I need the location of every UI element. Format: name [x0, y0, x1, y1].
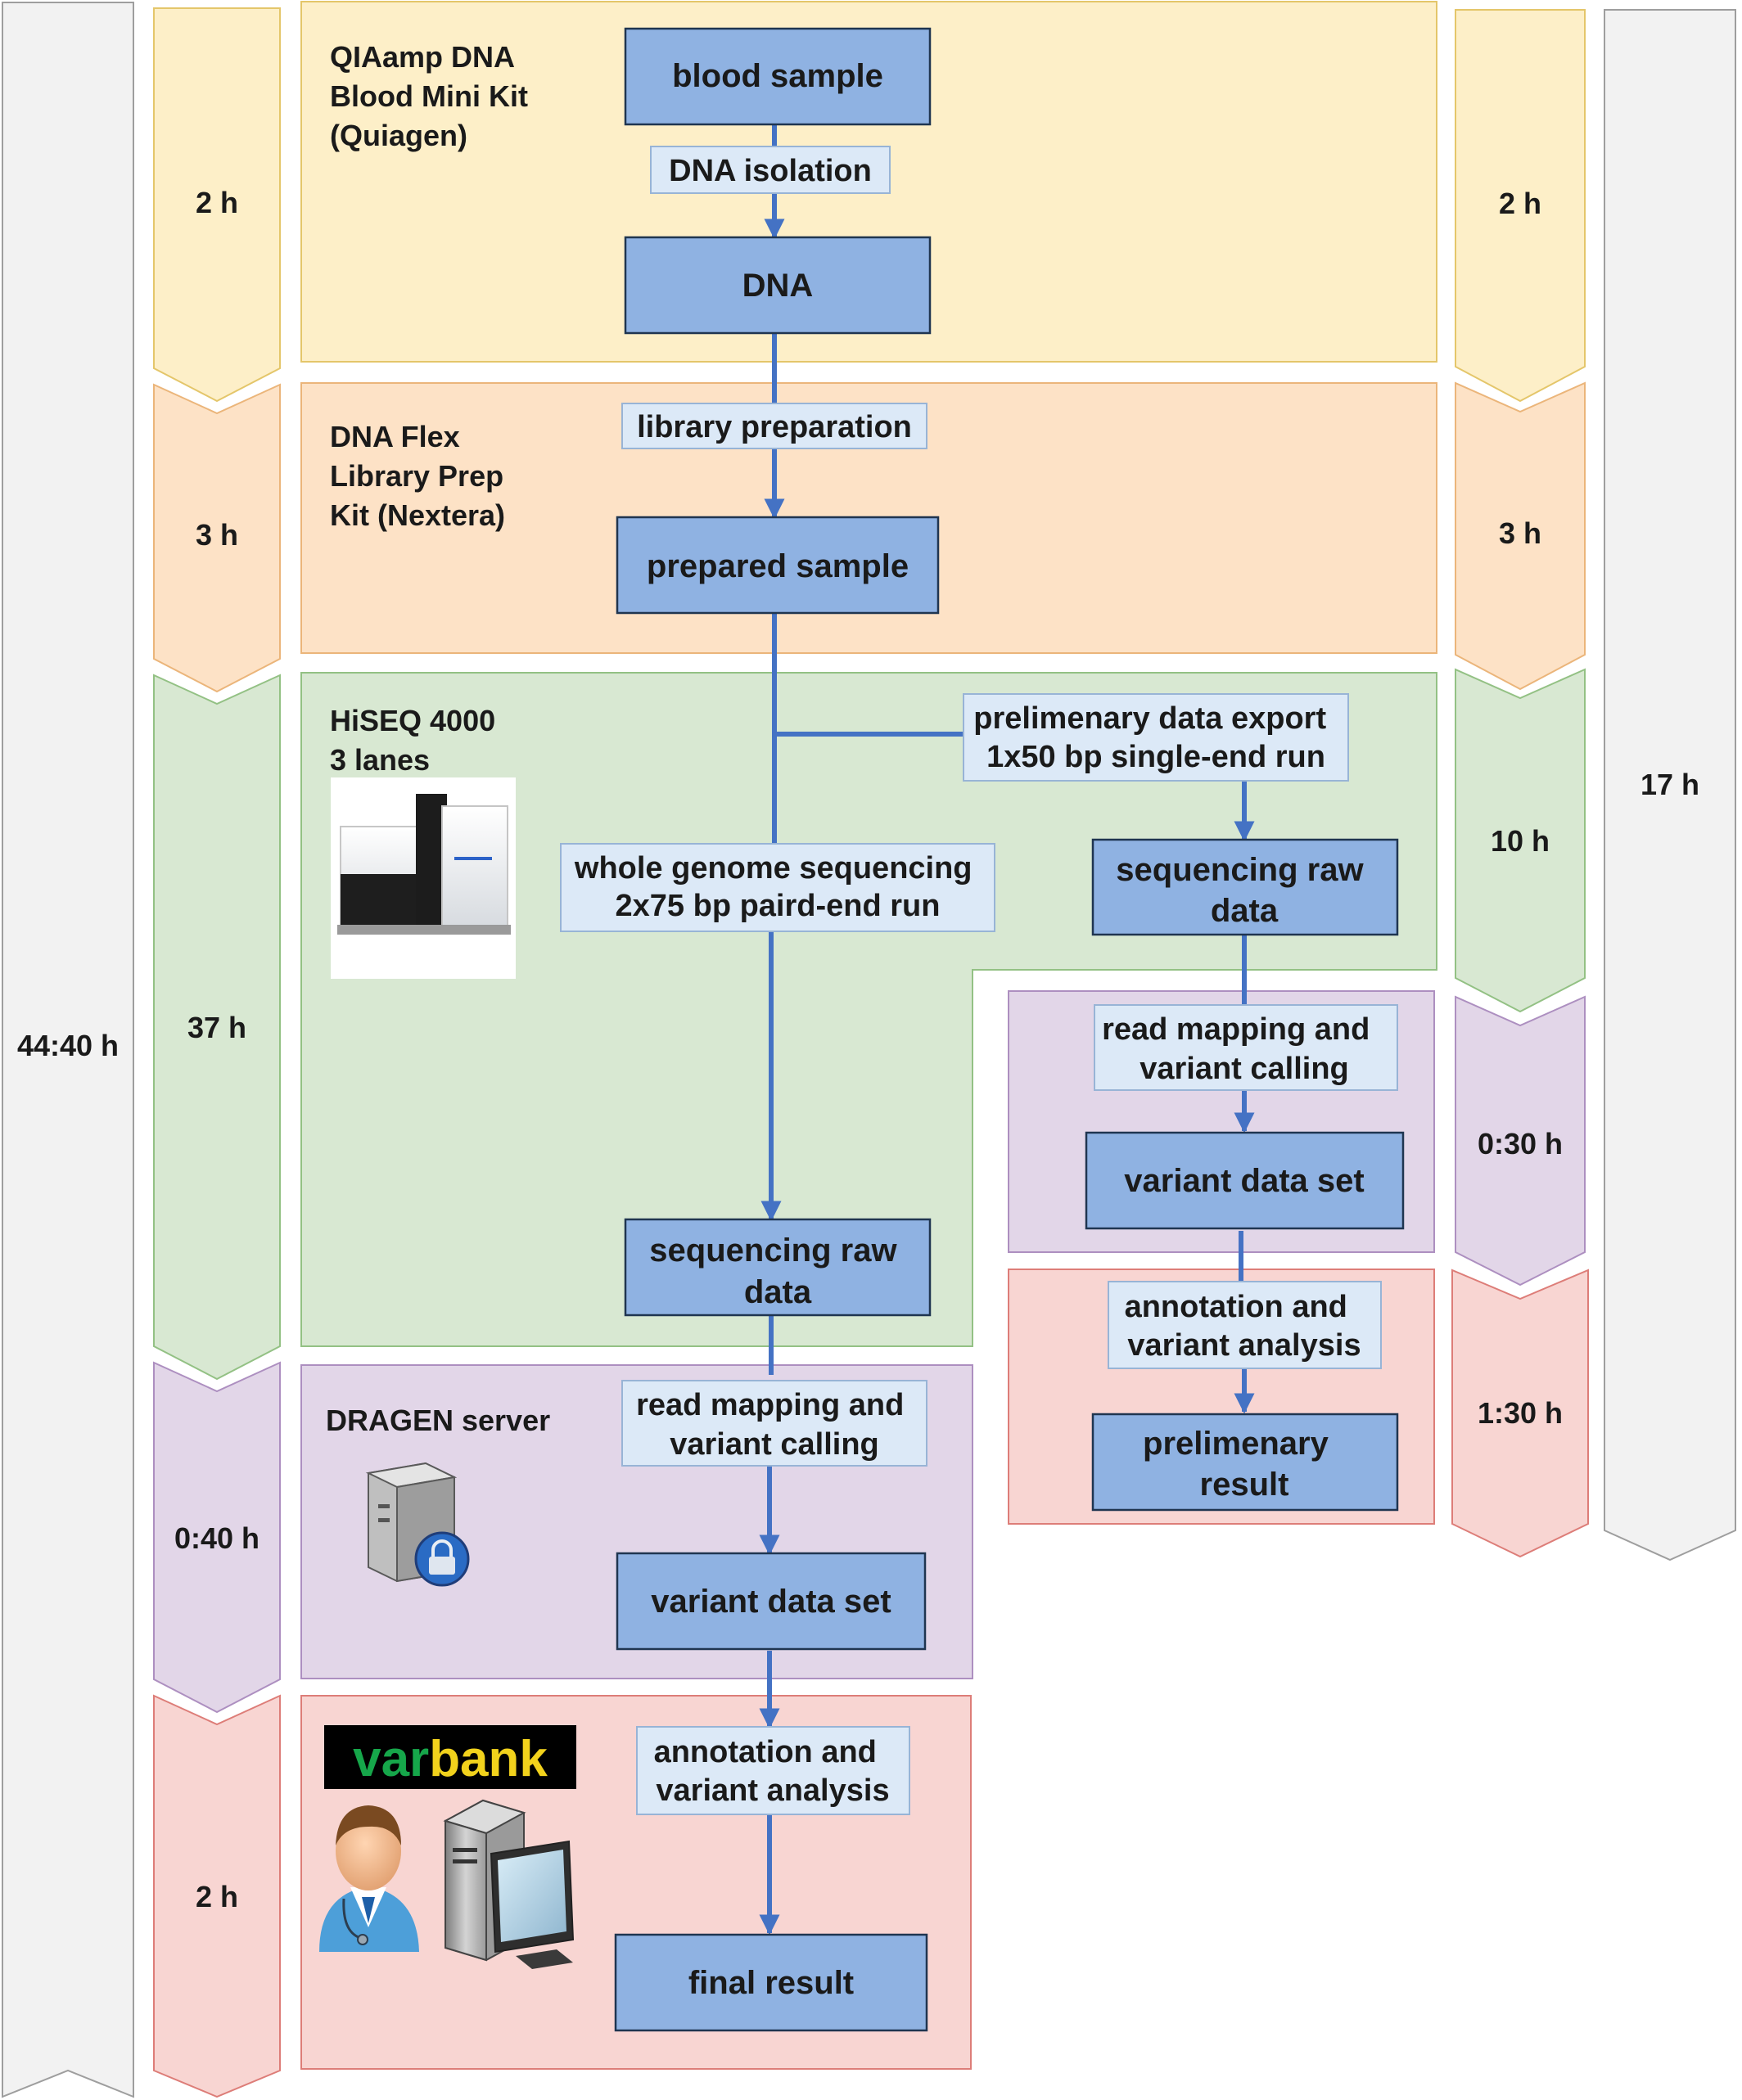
time-chevron-annotation-right	[1451, 1269, 1589, 1558]
node-final-result	[614, 1933, 928, 2032]
time-chevron-annotation-left	[153, 1694, 281, 2098]
node-prepared-sample-label: prepared sample	[647, 548, 909, 584]
step-library-preparation-label: library preparation	[637, 410, 912, 444]
node-sequencing-raw-data	[624, 1218, 932, 1317]
step-read-mapping-prelim	[1094, 1004, 1398, 1091]
step-annotation-label: annotation and variant analysis	[654, 1735, 890, 1808]
step-annotation	[636, 1726, 910, 1815]
process-steps: DNA isolation library preparation whole …	[560, 146, 1398, 1815]
svg-text:varbank: varbank	[353, 1731, 548, 1787]
step-dna-isolation	[650, 146, 891, 194]
panel-label-dragen: DRAGEN server	[326, 1404, 550, 1437]
step-whole-genome-sequencing-label: whole genome sequencing 2x75 bp paird-en…	[574, 851, 981, 923]
step-read-mapping-prelim-label: read mapping and variant calling	[1102, 1012, 1379, 1086]
flow-arrows	[759, 125, 1255, 1936]
node-sequencing-raw-data-prelim-label: sequencing raw data	[1116, 852, 1372, 929]
step-library-preparation	[621, 403, 927, 449]
time-chevron-sequencing-left	[153, 674, 281, 1381]
node-prepared-sample	[616, 516, 940, 615]
time-isolation-left: 2 h	[196, 186, 238, 219]
time-library-left: 3 h	[196, 518, 238, 552]
left-time-chevrons: 2 h 3 h 37 h 0:40 h 2 h	[153, 7, 281, 2098]
step-preliminary-export	[963, 693, 1349, 782]
step-whole-genome-sequencing	[560, 843, 995, 932]
time-chevron-library-left	[153, 383, 281, 693]
data-nodes: blood sample DNA prepared sample sequenc…	[614, 27, 1405, 2032]
sequencer-image	[331, 777, 516, 979]
panel-label-dnaflex: DNA Flex Library Prep Kit (Nextera)	[330, 420, 512, 532]
node-variant-data-set-label: variant data set	[651, 1584, 891, 1620]
node-variant-data-set-prelim	[1085, 1131, 1405, 1230]
panel-label-qiaamp: QIAamp DNA Blood Mini Kit (Quiagen)	[330, 40, 536, 152]
server-lock-icon	[365, 1462, 470, 1587]
time-mapping-left: 0:40 h	[174, 1521, 259, 1555]
doctor-icon	[319, 1805, 419, 1952]
step-preliminary-export-label: prelimenary data export 1x50 bp single-e…	[973, 701, 1334, 774]
panel-labels: QIAamp DNA Blood Mini Kit (Quiagen) DNA …	[326, 40, 550, 1437]
time-chevron-sequencing-right	[1455, 668, 1586, 1013]
time-isolation-right: 2 h	[1499, 187, 1541, 220]
node-sequencing-raw-data-label: sequencing raw data	[649, 1233, 905, 1310]
total-time-bar-full: 44:40 h	[2, 2, 134, 2098]
node-final-result-label: final result	[688, 1965, 854, 2001]
time-library-right: 3 h	[1499, 516, 1541, 550]
step-annotation-prelim-label: annotation and variant analysis	[1125, 1290, 1361, 1363]
varbank-logo: varbank	[324, 1725, 576, 1789]
time-chevron-isolation-left	[153, 7, 281, 403]
total-time-full: 44:40 h	[17, 1029, 119, 1062]
time-chevron-library-right	[1455, 381, 1586, 691]
step-read-mapping	[621, 1380, 927, 1467]
panel-label-hiseq: HiSEQ 4000 3 lanes	[330, 704, 503, 777]
time-sequencing-right: 10 h	[1491, 824, 1550, 858]
node-preliminary-result	[1091, 1413, 1399, 1512]
time-chevron-mapping-right	[1455, 995, 1586, 1287]
right-time-chevrons: 2 h 3 h 10 h 0:30 h 1:30 h	[1451, 9, 1589, 1558]
node-sequencing-raw-data-prelim	[1091, 838, 1399, 936]
step-dna-isolation-label: DNA isolation	[669, 154, 872, 188]
node-blood-sample-label: blood sample	[672, 58, 883, 94]
time-chevron-isolation-right	[1455, 9, 1586, 403]
node-blood-sample	[624, 27, 932, 126]
workstation-icon	[443, 1799, 575, 1969]
step-read-mapping-label: read mapping and variant calling	[636, 1388, 913, 1462]
time-annotation-right: 1:30 h	[1478, 1396, 1563, 1430]
time-annotation-left: 2 h	[196, 1880, 238, 1913]
time-chevron-mapping-left	[153, 1361, 281, 1714]
node-dna-label: DNA	[742, 268, 814, 304]
step-annotation-prelim	[1108, 1281, 1382, 1369]
node-variant-data-set-prelim-label: variant data set	[1124, 1163, 1364, 1199]
time-mapping-right: 0:30 h	[1478, 1127, 1563, 1160]
total-time-preliminary: 17 h	[1640, 768, 1699, 801]
total-time-bar-preliminary: 17 h	[1604, 9, 1736, 1561]
time-sequencing-left: 37 h	[187, 1011, 246, 1044]
node-preliminary-result-label: prelimenary result	[1143, 1426, 1338, 1503]
node-dna	[624, 236, 932, 335]
node-variant-data-set	[616, 1552, 927, 1651]
